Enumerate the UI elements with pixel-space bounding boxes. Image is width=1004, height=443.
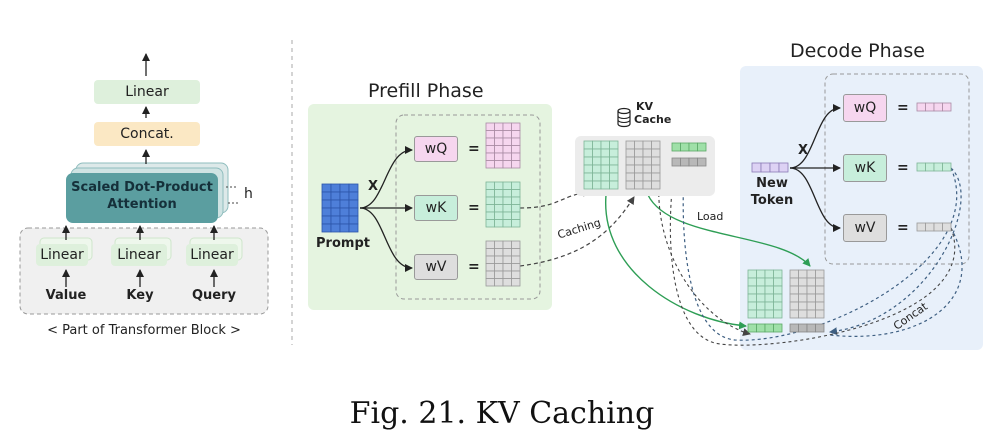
arrow-load-v [647, 194, 811, 267]
decode-equals-q: = [897, 100, 909, 116]
linear-value-box: Linear [36, 244, 88, 266]
cache-k-matrix [583, 140, 619, 190]
decode-equals-v: = [897, 220, 909, 236]
decode-v-row [916, 222, 952, 232]
decode-wv-box: wV [843, 214, 887, 242]
figure-caption: Fig. 21. KV Caching [349, 396, 655, 431]
prompt-matrix [321, 183, 359, 233]
decode-q-row [916, 102, 952, 112]
prefill-wq-box: wQ [414, 136, 458, 162]
concat-v-new-row [789, 323, 825, 333]
prefill-wk-box: wK [414, 195, 458, 221]
linear-key-box: Linear [111, 244, 167, 266]
prefill-wv-box: wV [414, 254, 458, 280]
key-label: Key [126, 288, 154, 303]
matrix-grids [321, 102, 952, 333]
linear-query-box: Linear [186, 244, 238, 266]
new-token-row [751, 162, 789, 173]
attention-label-line2: Attention [107, 197, 177, 212]
kv-cache-label-line2: Cache [634, 113, 672, 126]
prefill-title: Prefill Phase [368, 80, 484, 102]
arrow-prompt-to-wv [359, 207, 413, 272]
value-label: Value [45, 288, 87, 303]
concat-k-matrix [747, 269, 783, 319]
new-token-label-line2: Token [750, 193, 794, 208]
prefill-multiply: X [368, 179, 379, 194]
prefill-equals-k: = [468, 200, 480, 216]
decode-wk-box: wK [843, 154, 887, 182]
arrow-new-kv-to-cache-2 [669, 171, 955, 346]
decode-equals-k: = [897, 160, 909, 176]
arrow-token-to-wq [789, 104, 841, 169]
prefill-equals-v: = [468, 259, 480, 275]
linear-output-box: Linear [94, 80, 200, 104]
decode-title: Decode Phase [790, 40, 925, 62]
prefill-weights-group [395, 114, 541, 300]
prefill-v-matrix [485, 240, 521, 287]
arrow-concat-k [829, 167, 962, 336]
heads-label: h [244, 186, 253, 202]
arrow-prompt-to-wq [359, 146, 413, 209]
new-token-label-line1: New [756, 176, 788, 191]
cache-new-v-row [671, 157, 707, 167]
cache-v-matrix [625, 140, 661, 190]
decode-k-row [916, 162, 952, 172]
decode-weights-group [824, 73, 970, 265]
decode-wq-box: wQ [843, 94, 887, 122]
query-label: Query [191, 288, 236, 303]
arrow-cache-rows-down [658, 169, 751, 336]
transformer-footer: < Part of Transformer Block > [47, 323, 241, 338]
prefill-equals-q: = [468, 141, 480, 157]
attention-block [66, 173, 218, 223]
attention-label-line1: Scaled Dot-Product [71, 180, 213, 195]
arrow-token-to-wv [789, 167, 841, 232]
concat-v-matrix [789, 269, 825, 319]
load-label: Load [697, 210, 724, 223]
concat-k-new-row [747, 323, 783, 333]
heads-bracket [226, 186, 238, 204]
prefill-q-matrix [485, 122, 521, 169]
decode-multiply: X [798, 143, 809, 158]
prompt-label: Prompt [316, 236, 370, 251]
arrow-load-k [605, 194, 747, 330]
prefill-k-matrix [485, 181, 521, 228]
kv-cache-label-line1: KV [636, 100, 654, 113]
cache-new-k-row [671, 142, 707, 152]
concat-box: Concat. [94, 122, 200, 146]
database-icon [617, 107, 631, 128]
arrow-concat-v [829, 227, 963, 337]
